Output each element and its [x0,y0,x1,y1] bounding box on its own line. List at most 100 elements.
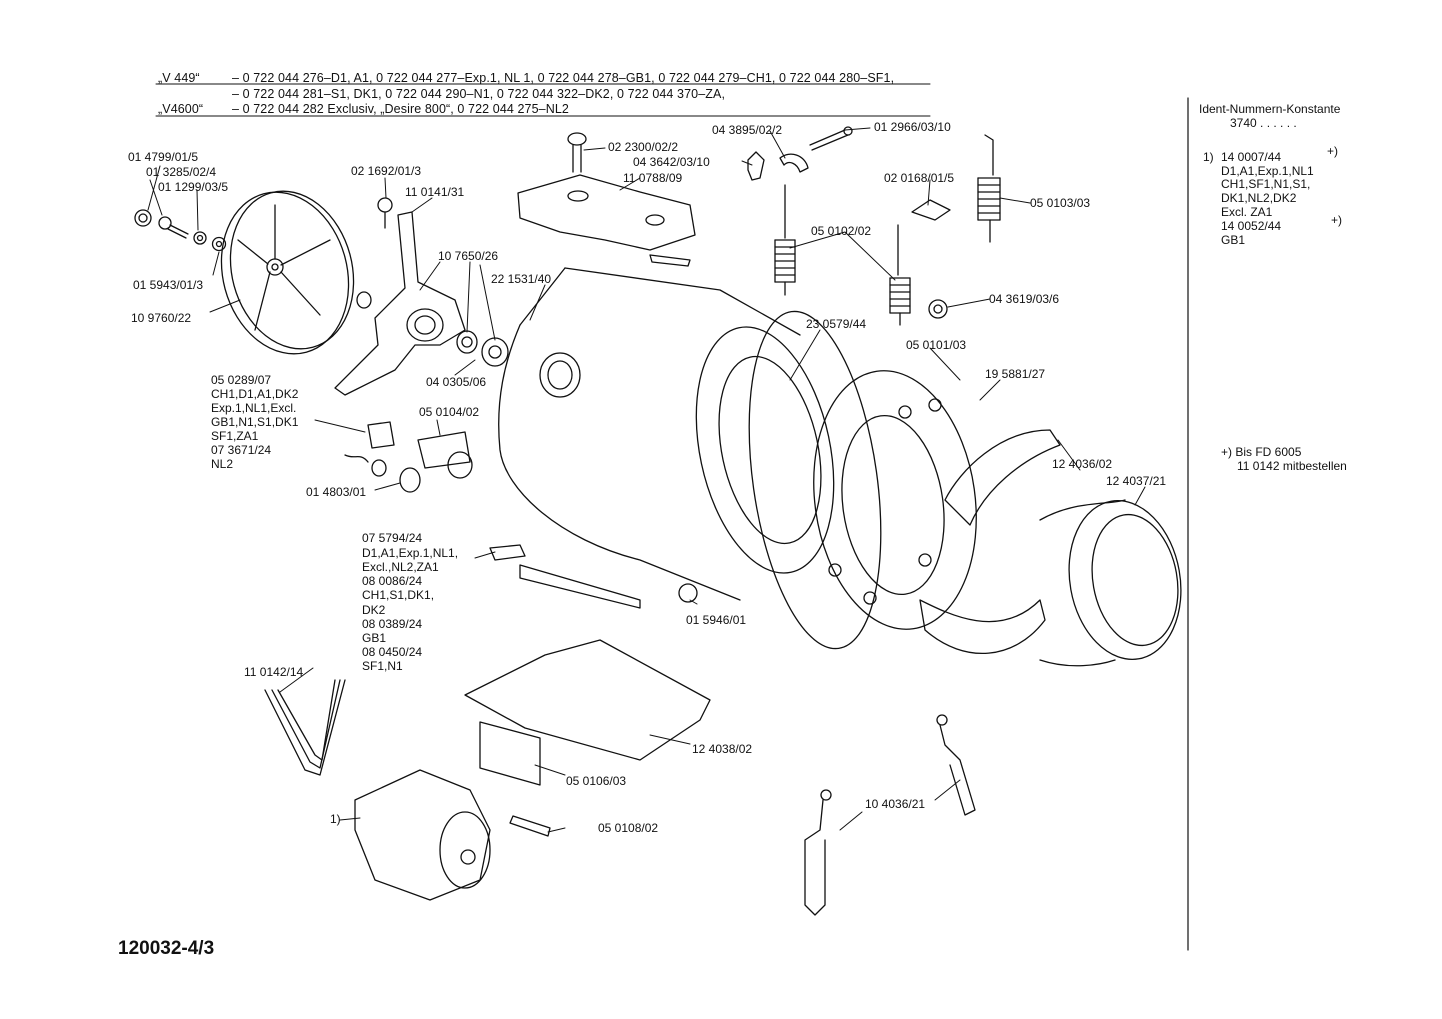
label-107650: 10 7650/26 [438,249,499,263]
weight-124036-lower [919,599,1046,655]
weight-124036-upper [944,429,1061,526]
model-v4600-name: „V4600“ [158,102,204,116]
note2-part: 14 0052/44 [1221,219,1282,233]
label-075794-10: SF1,N1 [362,659,403,673]
label-021692: 02 1692/01/3 [351,164,422,178]
note1-line-3: DK1,NL2,DK2 [1221,191,1297,205]
label-014803: 01 4803/01 [306,485,367,499]
pulley-109760 [220,190,355,355]
note1-line-4: Excl. ZA1 [1221,205,1273,219]
label-012966: 01 2966/03/10 [874,120,951,134]
model-v4600-line: – 0 722 044 282 Exclusiv, „Desire 800“, … [232,102,569,116]
footnote-line-1: +) Bis FD 6005 [1221,445,1302,459]
shock-absorber-upper [936,714,976,816]
spring-050102-a [774,184,796,296]
label-050103: 05 0103/03 [1030,196,1091,210]
label-050289-1: 05 0289/07 [211,373,272,387]
label-050108: 05 0108/02 [598,821,659,835]
label-075794-2: D1,A1,Exp.1,NL1, [362,546,459,560]
bellows-124037 [1039,499,1182,667]
grommet-015946 [678,583,698,603]
base-plate-124038 [464,639,711,786]
label-050289-2: CH1,D1,A1,DK2 [211,387,299,401]
label-020168: 02 0168/01/5 [884,171,955,185]
washer-015943 [211,236,227,252]
belt-110142 [264,679,346,776]
label-043619: 04 3619/03/6 [989,292,1060,306]
label-050289-3: Exp.1,NL1,Excl. [211,401,297,415]
front-panel-195881 [813,370,977,630]
label-050289-6: 07 3671/24 [211,443,272,457]
label-050289-4: GB1,N1,S1,DK1 [211,415,299,429]
label-221531: 22 1531/40 [491,272,552,286]
label-014799: 01 4799/01/5 [128,150,199,164]
pin-012966 [809,126,853,151]
model-v449-line2: – 0 722 044 281–S1, DK1, 0 722 044 290–N… [232,87,726,101]
note1-marker: 1) [1203,150,1214,164]
label-050289-7: NL2 [211,457,234,471]
label-043895: 04 3895/02/2 [712,123,783,137]
note2-plus: +) [1331,213,1343,227]
label-022300: 02 2300/02/2 [608,140,679,154]
spring-050103 [977,134,1001,243]
pump-050104 [417,431,473,479]
drum-221531 [498,267,835,601]
plug-014803 [399,467,421,493]
label-075794-3: Excl.,NL2,ZA1 [362,560,439,574]
diagram-code: 120032-4/3 [118,938,215,959]
label-motor-marker: 1) [330,812,341,826]
label-050104: 05 0104/02 [419,405,480,419]
capacitor-050108 [509,815,551,837]
label-124038: 12 4038/02 [692,742,753,756]
spring-050102-b [889,224,911,326]
nut-043619 [928,299,948,319]
counterweight-110788 [517,174,696,267]
footnote-line-2: 11 0142 mitbestellen [1237,459,1347,473]
label-043642: 04 3642/03/10 [633,155,710,169]
model-v449-name: „V 449“ [158,71,200,85]
note1-line-1: D1,A1,Exp.1,NL1 [1221,164,1314,178]
label-075794-6: DK2 [362,603,386,617]
note1-line-2: CH1,SF1,N1,S1, [1221,177,1311,191]
bearing-107650 [456,330,509,367]
label-040305: 04 0305/06 [426,375,487,389]
gasket-230579 [748,310,882,650]
label-110141: 11 0141/31 [405,185,465,199]
label-011299: 01 1299/03/5 [158,180,229,194]
ident-title: Ident-Nummern-Konstante [1199,102,1341,116]
label-075794-1: 07 5794/24 [362,531,423,545]
bolt-022300 [567,132,587,173]
label-075794-8: GB1 [362,631,387,645]
label-075794-9: 08 0450/24 [362,645,423,659]
motor [354,769,491,901]
note1-plus: +) [1327,144,1339,158]
label-110142: 11 0142/14 [244,665,304,679]
label-013285: 01 3285/02/4 [146,165,217,179]
label-050289-5: SF1,ZA1 [211,429,259,443]
label-075794-5: CH1,S1,DK1, [362,588,435,602]
heater-075794 [489,544,641,609]
label-124037: 12 4037/21 [1106,474,1167,488]
model-v449-line1: – 0 722 044 276–D1, A1, 0 722 044 277–Ex… [232,71,895,85]
ident-constant: 3740 . . . . . . [1230,116,1297,130]
label-050106: 05 0106/03 [566,774,627,788]
bolt-013285 [158,216,189,239]
label-109760: 10 9760/22 [131,311,192,325]
label-230579: 23 0579/44 [806,317,867,331]
clip-043642 [747,151,765,181]
label-015946: 01 5946/01 [686,613,747,627]
note2-line: GB1 [1221,233,1246,247]
shock-absorber-lower [804,789,832,916]
label-104036: 10 4036/21 [865,797,926,811]
label-195881: 19 5881/27 [985,367,1046,381]
nut-014799 [134,209,152,227]
bearing-bracket-110141 [334,197,466,396]
label-075794-7: 08 0389/24 [362,617,423,631]
note1-part: 14 0007/44 [1221,150,1282,164]
clip-043895 [779,153,809,173]
washer-011299 [193,231,207,245]
switch-050289 [344,421,395,477]
label-050101: 05 0101/03 [906,338,967,352]
label-110788: 11 0788/09 [623,171,683,185]
